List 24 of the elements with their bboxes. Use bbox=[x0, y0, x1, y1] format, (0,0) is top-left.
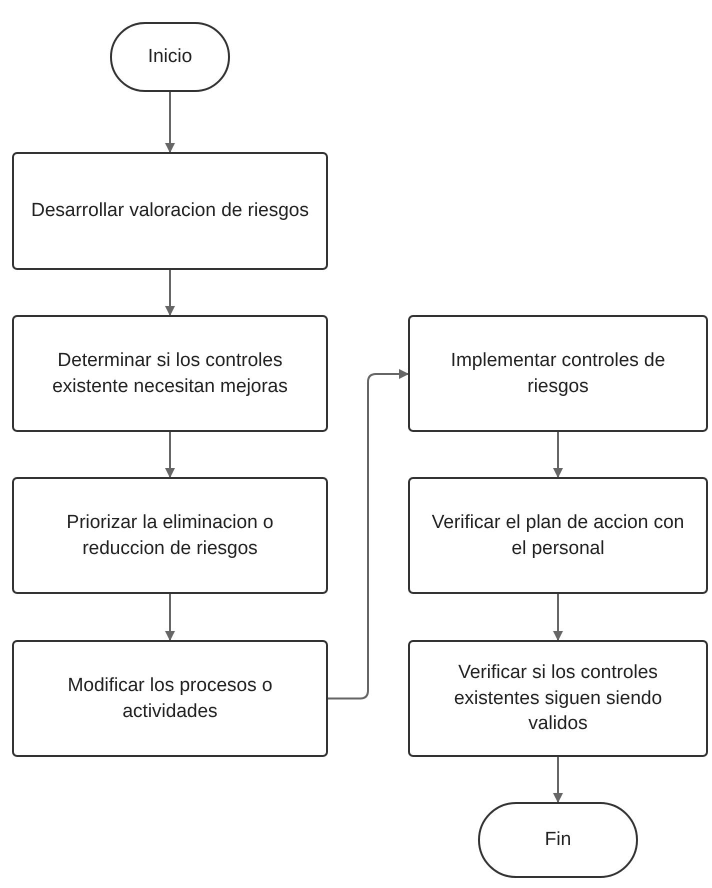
arrow bbox=[553, 432, 563, 478]
node-text: Fin bbox=[544, 828, 572, 852]
node-text: Modificar los procesos o actividades bbox=[66, 674, 274, 724]
arrow bbox=[165, 432, 175, 478]
process-box bbox=[12, 152, 328, 270]
node-text: Desarrollar valoracion de riesgos bbox=[31, 199, 309, 224]
node-text: Priorizar la eliminacion o reduccion de riesgos bbox=[66, 510, 274, 560]
node-text: Implementar controles de riesgos bbox=[450, 348, 666, 398]
arrow bbox=[553, 757, 563, 803]
node-text: Determinar si los controles existente necesitan mejoras bbox=[51, 348, 289, 398]
process-box bbox=[12, 477, 328, 594]
process-box bbox=[12, 315, 328, 432]
arrow bbox=[165, 594, 175, 641]
process-box bbox=[408, 315, 708, 432]
arrow bbox=[165, 92, 175, 153]
node-text: Inicio bbox=[148, 45, 192, 70]
arrow bbox=[165, 270, 175, 316]
arrow bbox=[328, 369, 409, 700]
process-box bbox=[408, 640, 708, 757]
node-text: Verificar si los controles existentes siguen siendo validos bbox=[452, 661, 664, 736]
arrow bbox=[553, 594, 563, 641]
node-text: Verificar el plan de accion con el personal bbox=[430, 510, 686, 560]
process-box bbox=[12, 640, 328, 757]
process-box bbox=[408, 477, 708, 594]
